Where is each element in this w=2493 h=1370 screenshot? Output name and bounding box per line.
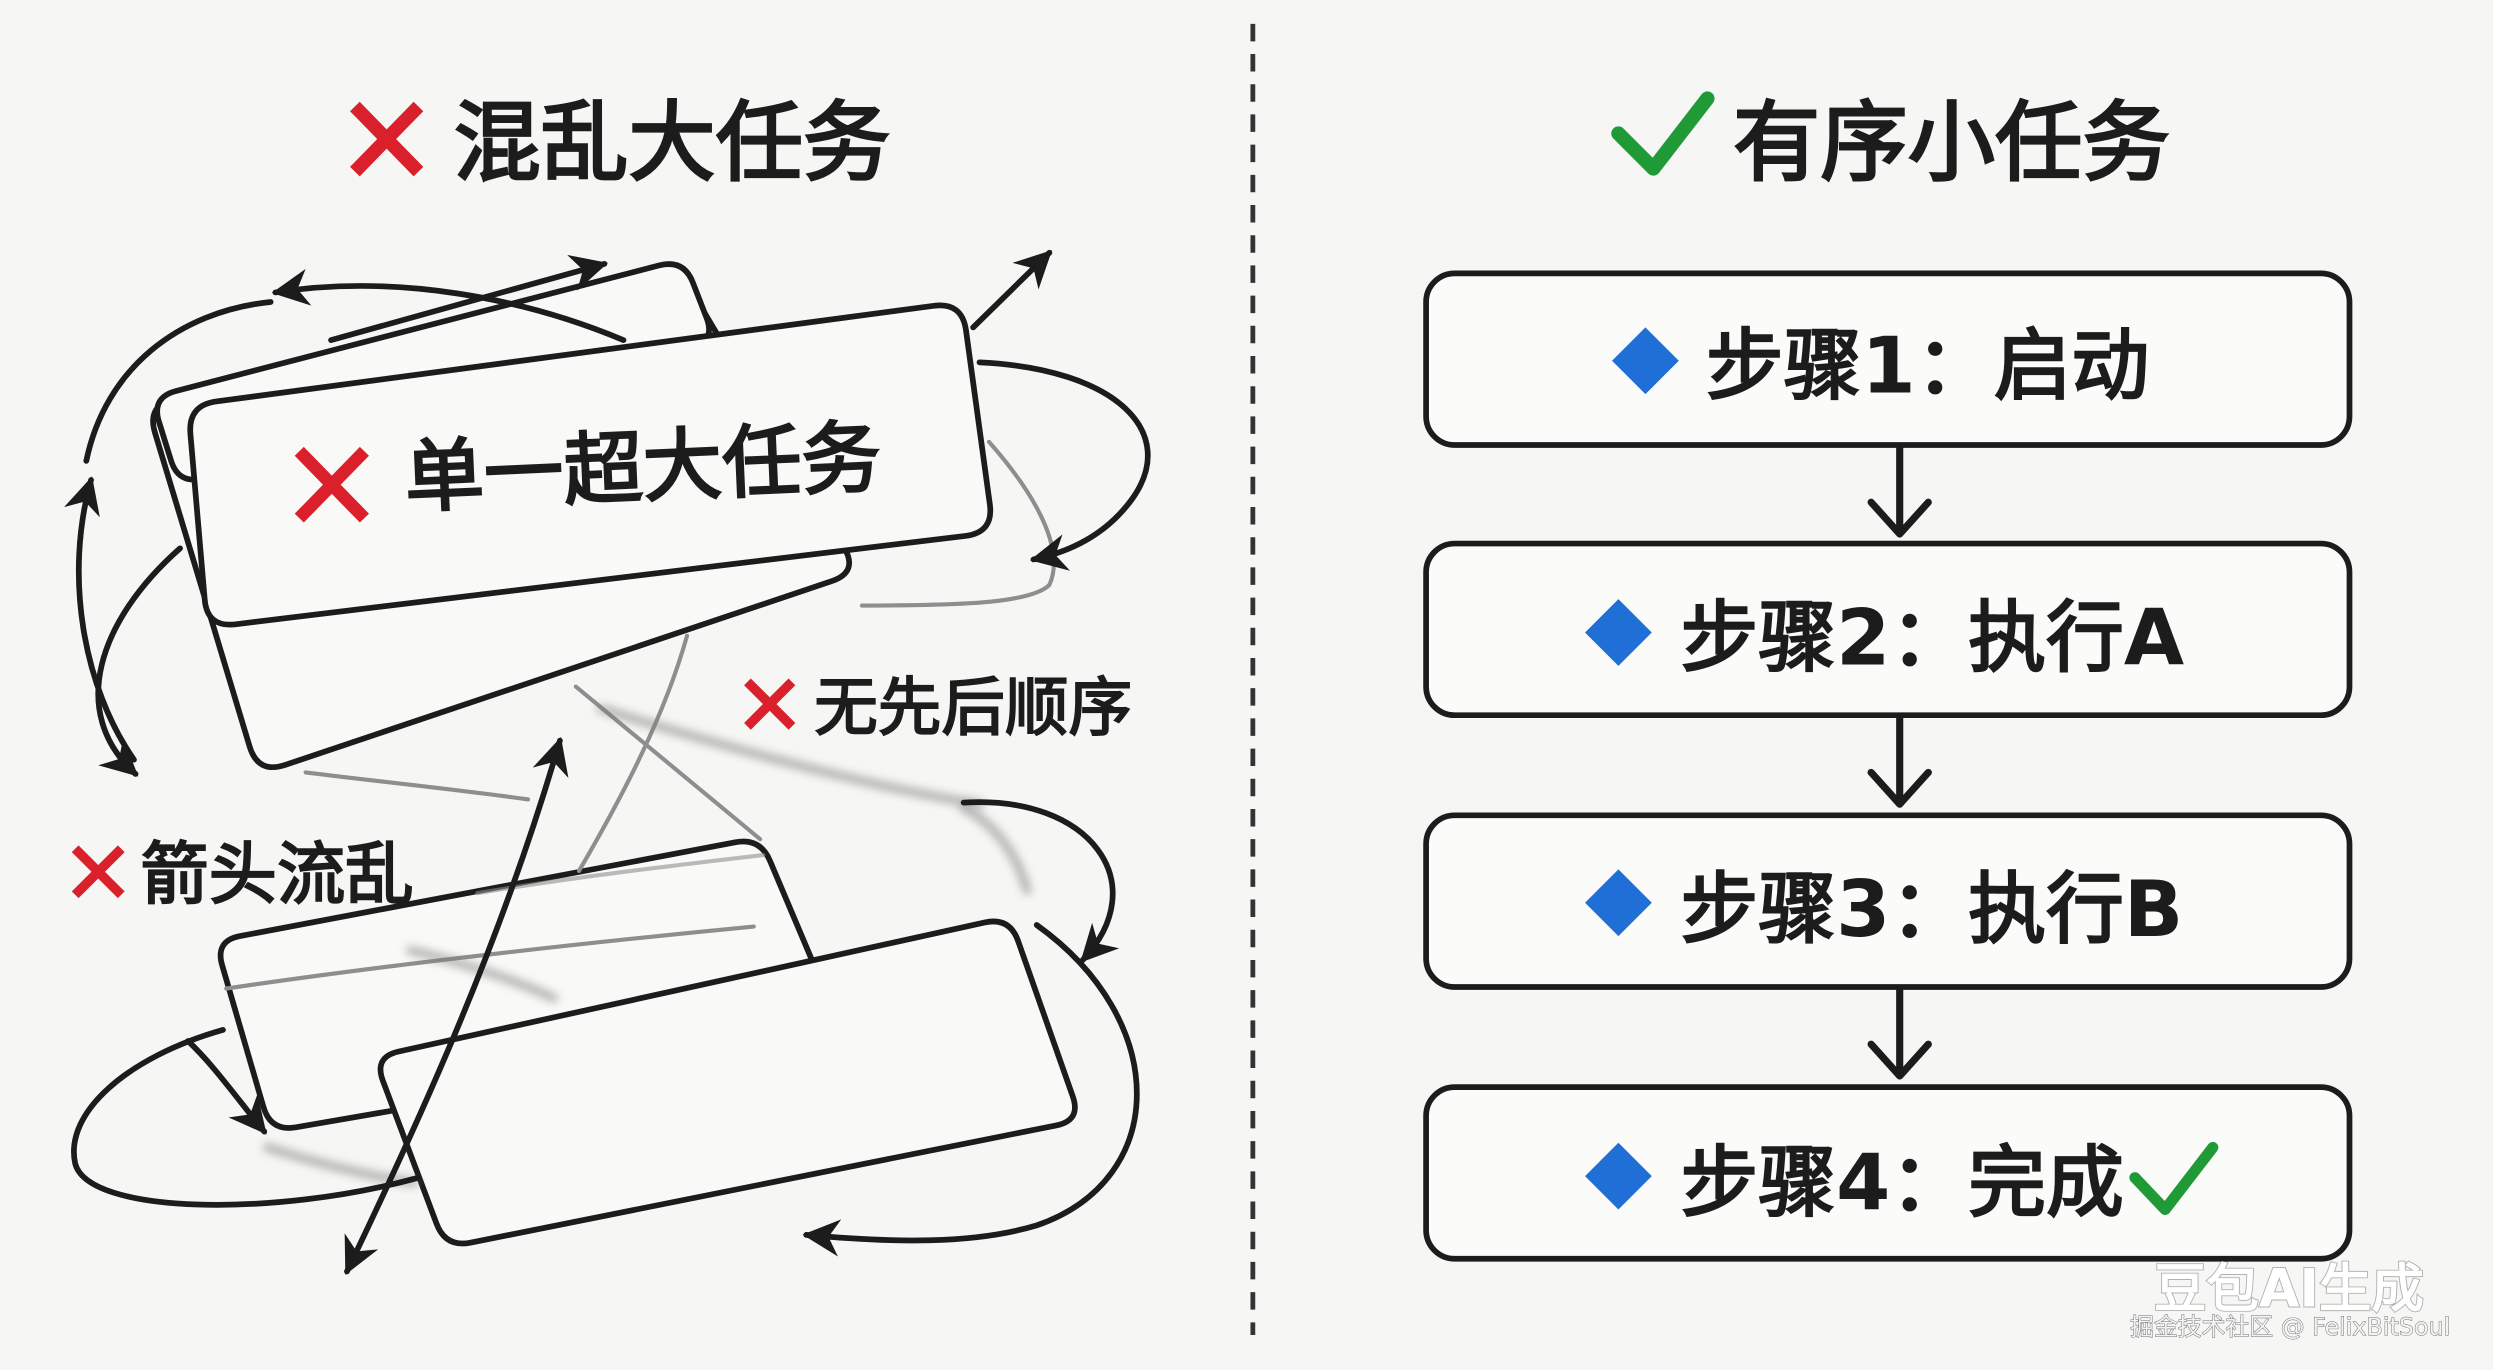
- check-icon: [2129, 1141, 2219, 1216]
- arrow-head: [1867, 768, 1932, 808]
- cross-icon: [350, 101, 424, 177]
- flow-arrow: [1867, 444, 1932, 538]
- step-box: [1423, 540, 2353, 719]
- watermark: 豆包AI生成 掘金技术社区 @ FelixBitSoul: [2130, 1257, 2451, 1341]
- tangled-arrow: [83, 299, 274, 464]
- watermark-brand: 豆包AI生成: [2154, 1258, 2424, 1319]
- cross-icon: [294, 446, 369, 523]
- smear-stroke: [958, 802, 1032, 895]
- right-panel: 有序小任务 步骤1：启动 步骤2：执行A 步骤3：执行B: [1423, 91, 2353, 1262]
- note-arrow-chaos: 箭头流乱: [71, 836, 414, 915]
- note-text: 无先后顺序: [814, 671, 1132, 745]
- watermark-credit: 掘金技术社区 @ FelixBitSoul: [2130, 1313, 2450, 1341]
- tangled-arrow: [976, 359, 1151, 571]
- step-label: 步骤3：执行B: [1680, 865, 2183, 955]
- tangled-arrow: [802, 922, 1140, 1257]
- tangled-cards: [150, 261, 1078, 1247]
- tangled-arrow: [71, 1027, 422, 1208]
- tangled-arrow: [95, 545, 183, 777]
- step-label: 步骤1：启动: [1706, 322, 2149, 412]
- faded-connector: [576, 633, 690, 874]
- flow-arrow: [1867, 714, 1932, 808]
- right-title: 有序小任务: [1611, 91, 2170, 194]
- tangled-arrow: [185, 1038, 268, 1135]
- smear-stroke: [596, 704, 985, 809]
- step-2: 步骤2：执行A: [1423, 540, 2353, 719]
- right-title-text: 有序小任务: [1733, 92, 2170, 194]
- step-label: 步骤4：完成: [1680, 1138, 2123, 1228]
- arrow-head: [1867, 1040, 1932, 1080]
- step-3: 步骤3：执行B: [1423, 812, 2353, 990]
- main-task-text: 单一超大任务: [403, 411, 884, 525]
- tangled-arrow: [970, 249, 1053, 331]
- step-4: 步骤4：完成: [1423, 1084, 2353, 1262]
- note-text: 箭头流乱: [140, 836, 413, 915]
- arrow-head: [1867, 498, 1932, 538]
- step-1: 步骤1：启动: [1423, 270, 2353, 448]
- note-no-order: 无先后顺序: [744, 671, 1132, 745]
- tangled-arrow: [328, 254, 608, 343]
- left-panel: 混乱大任务: [64, 92, 1151, 1275]
- step-box: [1423, 1084, 2353, 1262]
- tangled-arrow: [271, 268, 627, 343]
- double-headed-arrow: [344, 737, 569, 1275]
- step-label: 步骤2：执行A: [1680, 593, 2184, 683]
- faded-connector: [303, 770, 531, 802]
- cross-icon: [744, 678, 796, 730]
- left-title-text: 混乱大任务: [453, 92, 890, 194]
- faded-connector: [859, 439, 1056, 608]
- main-task-label: 单一超大任务: [294, 411, 884, 525]
- tangled-arrows: [64, 249, 1151, 1275]
- cross-icon: [71, 845, 125, 899]
- flow-arrow: [1867, 986, 1932, 1080]
- diamond-icon: [1585, 869, 1652, 937]
- tangled-arrow: [960, 799, 1120, 963]
- main-task-card: [187, 302, 994, 628]
- left-title: 混乱大任务: [350, 92, 890, 194]
- step-box: [1423, 812, 2353, 990]
- tangled-arrow: [64, 476, 137, 763]
- step-box: [1423, 270, 2353, 448]
- check-icon: [1611, 91, 1715, 176]
